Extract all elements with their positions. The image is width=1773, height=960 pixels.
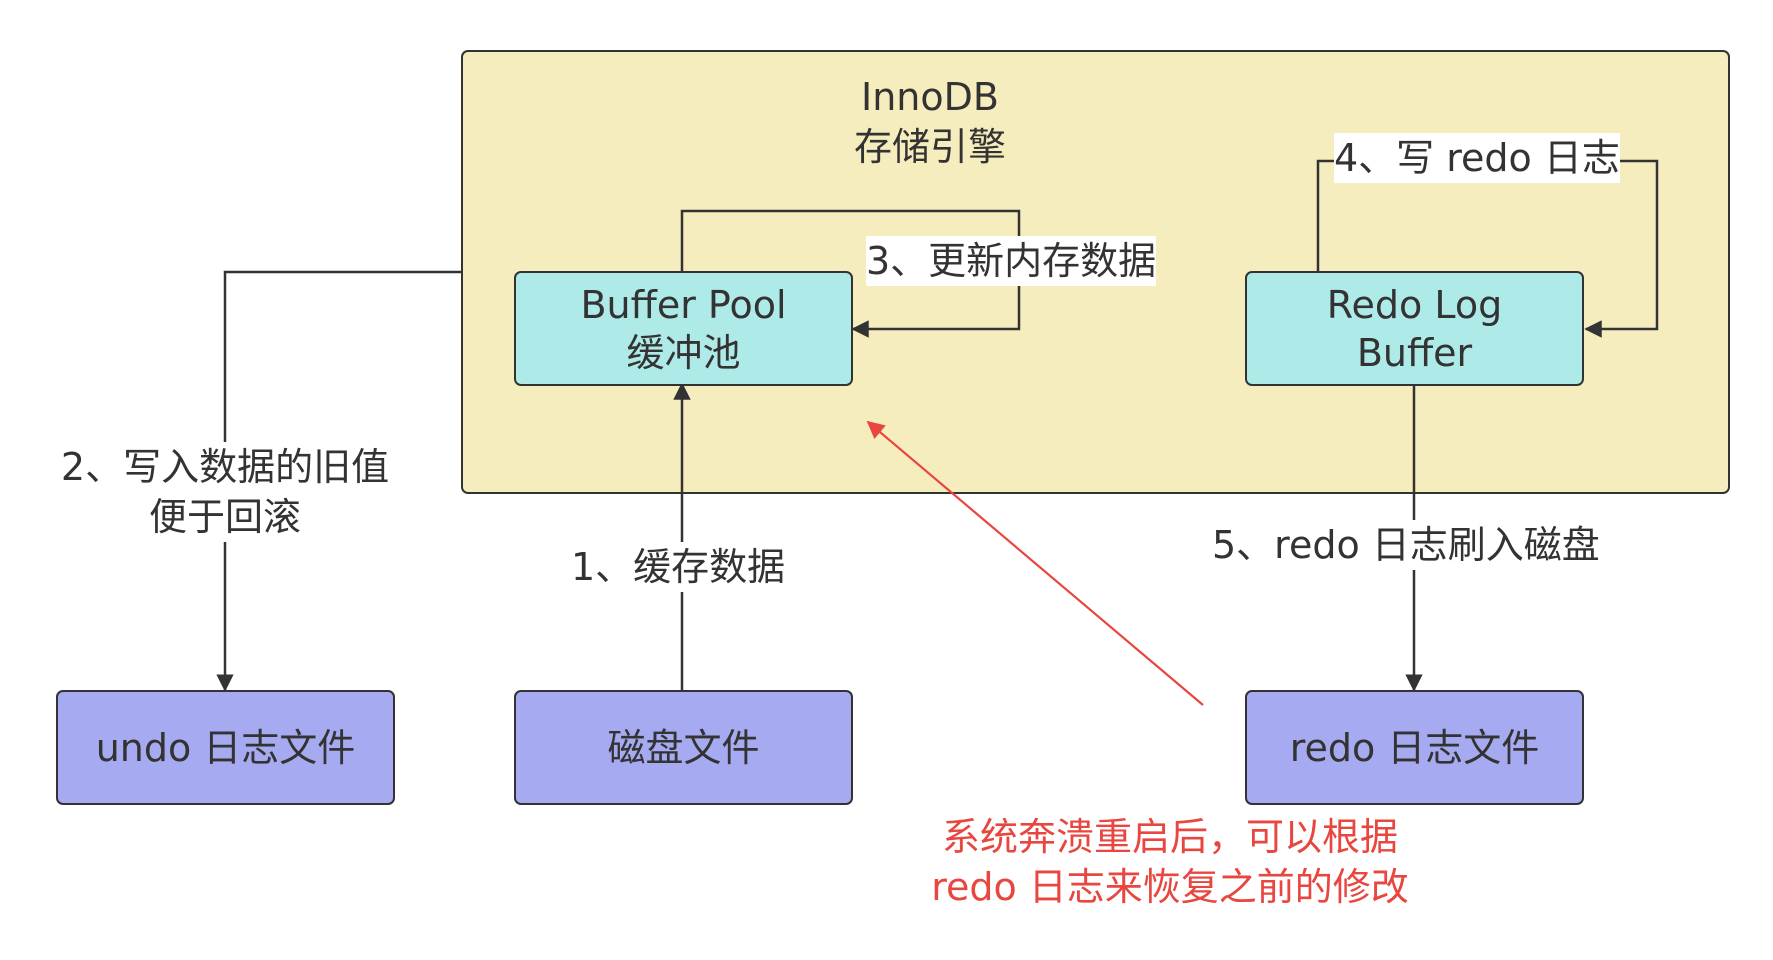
group-title-line1: InnoDB bbox=[861, 75, 999, 119]
recovery-note: 系统奔溃重启后，可以根据 redo 日志来恢复之前的修改 bbox=[900, 812, 1440, 912]
edge-label-step5: 5、redo 日志刷入磁盘 bbox=[1212, 520, 1600, 570]
edge-step2 bbox=[216, 270, 461, 692]
edge-label-step3: 3、更新内存数据 bbox=[866, 236, 1157, 286]
recovery-note-line1: 系统奔溃重启后，可以根据 bbox=[941, 815, 1398, 859]
edge-step3 bbox=[680, 209, 1021, 338]
undo-log-file-node: undo 日志文件 bbox=[56, 690, 395, 805]
recovery-note-line2: redo 日志来恢复之前的修改 bbox=[931, 865, 1409, 909]
edge-label-step2-line2: 便于回滚 bbox=[148, 495, 301, 539]
edge-label-step2: 2、写入数据的旧值 便于回滚 bbox=[50, 442, 400, 542]
buffer-pool-line1: Buffer Pool bbox=[580, 282, 787, 327]
redo-log-file-node: redo 日志文件 bbox=[1245, 690, 1584, 805]
disk-file-label: 磁盘文件 bbox=[607, 725, 760, 770]
redo-log-buffer-node: Redo Log Buffer bbox=[1245, 271, 1584, 386]
redo-log-file-label: redo 日志文件 bbox=[1289, 725, 1540, 770]
edge-label-step1: 1、缓存数据 bbox=[571, 542, 786, 592]
group-title: InnoDB 存储引擎 bbox=[780, 72, 1080, 172]
undo-log-file-label: undo 日志文件 bbox=[95, 725, 356, 770]
edge-label-step4: 4、写 redo 日志 bbox=[1334, 133, 1620, 183]
edge-step4 bbox=[1316, 159, 1659, 338]
buffer-pool-node: Buffer Pool 缓冲池 bbox=[514, 271, 853, 386]
redo-log-buffer-line2: Buffer bbox=[1356, 330, 1473, 375]
edge-label-step2-line1: 2、写入数据的旧值 bbox=[60, 445, 390, 489]
redo-log-buffer-line1: Redo Log bbox=[1326, 282, 1503, 327]
buffer-pool-line2: 缓冲池 bbox=[626, 330, 741, 375]
recovery-arrow bbox=[866, 420, 1204, 706]
disk-file-node: 磁盘文件 bbox=[514, 690, 853, 805]
group-title-line2: 存储引擎 bbox=[853, 125, 1006, 169]
